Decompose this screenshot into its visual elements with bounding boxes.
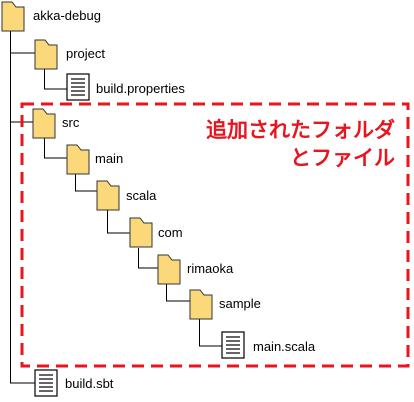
folder-icon-com bbox=[129, 217, 153, 248]
added-items-highlight-box bbox=[20, 102, 410, 368]
folder-label-sample: sample bbox=[219, 296, 261, 311]
folder-label-rimaoka: rimaoka bbox=[187, 261, 234, 276]
folder-icon-project bbox=[34, 39, 58, 70]
folder-icon-rimaoka bbox=[157, 254, 181, 285]
folder-label-akka-debug: akka-debug bbox=[33, 8, 101, 23]
file-label-build-properties: build.properties bbox=[96, 81, 185, 96]
tree-connectors bbox=[10, 28, 222, 384]
folder-label-project: project bbox=[66, 46, 106, 61]
document-icon-main-scala bbox=[221, 331, 245, 359]
folder-label-src: src bbox=[62, 115, 80, 130]
annotation-added-folders-line2: とファイル bbox=[290, 146, 395, 170]
document-icon-build-sbt bbox=[34, 369, 58, 397]
file-label-main-scala: main.scala bbox=[253, 339, 316, 354]
folder-icon-sample bbox=[189, 289, 213, 320]
annotation-added-folders-line1: 追加されたフォルダ bbox=[206, 118, 395, 142]
folder-icon-src bbox=[32, 108, 56, 139]
folder-label-com: com bbox=[158, 225, 183, 240]
file-label-build-sbt: build.sbt bbox=[65, 376, 114, 391]
folder-label-main: main bbox=[95, 151, 124, 166]
folder-icon-akka-debug bbox=[1, 1, 25, 32]
folder-icon-scala bbox=[96, 180, 120, 211]
folder-icon-main bbox=[66, 144, 90, 175]
document-icon-build-properties bbox=[66, 73, 90, 101]
folder-label-scala: scala bbox=[126, 188, 157, 203]
